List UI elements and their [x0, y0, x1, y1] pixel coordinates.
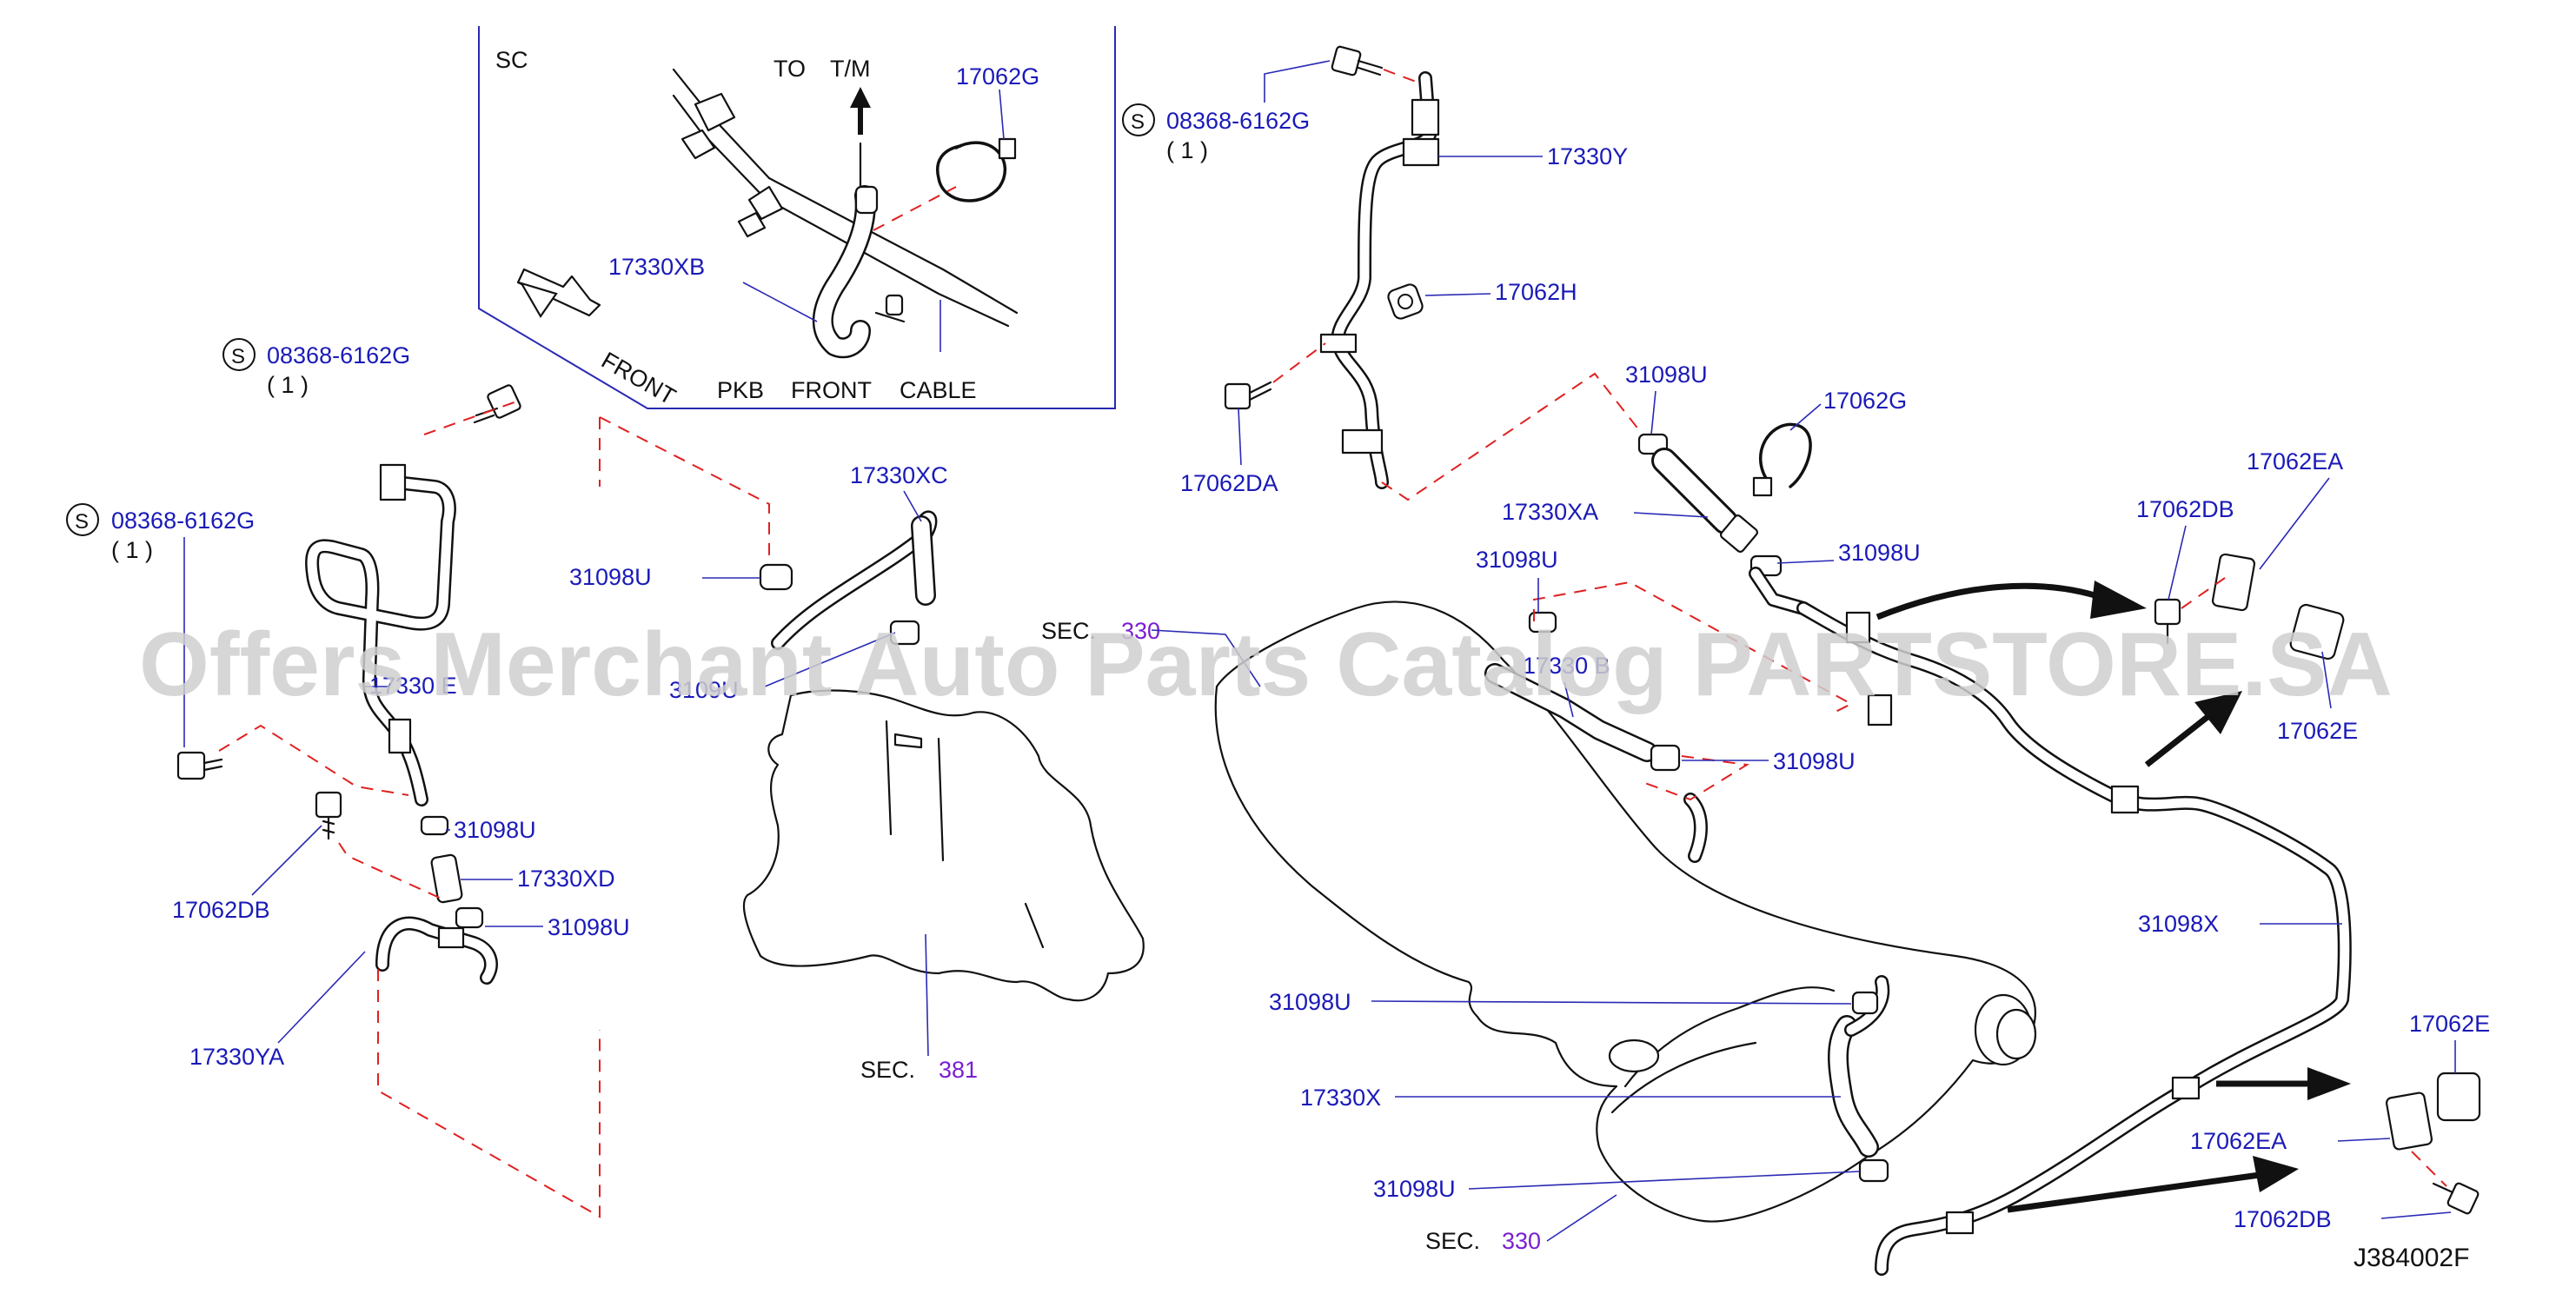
- sec-381-link[interactable]: 381: [939, 1057, 978, 1083]
- inset-front2-label: FRONT: [791, 377, 872, 403]
- s-text-left1: S: [231, 345, 245, 368]
- inset-cable-label: CABLE: [900, 377, 977, 403]
- sec-330-top-prefix: SEC.: [1041, 618, 1096, 644]
- pointer-arrow-icon: [2144, 691, 2242, 767]
- label-31098U-r3[interactable]: 31098U: [1476, 547, 1558, 573]
- label-3109U[interactable]: 3109U: [669, 677, 739, 703]
- sec-381-prefix: SEC.: [860, 1057, 915, 1083]
- inset-box: SC TO T/M FRONT PKB FRONT CABLE: [478, 26, 1116, 410]
- s-text-left2: S: [75, 510, 89, 534]
- bolt-icon: [315, 791, 342, 840]
- grommet-icon: [1387, 283, 1424, 320]
- bolt-icon: [473, 384, 521, 424]
- bolt-icon: [1331, 45, 1384, 76]
- s-symbol-right: [1122, 103, 1155, 136]
- label-17062DB-r1[interactable]: 17062DB: [2136, 496, 2234, 522]
- right-upper-assembly: S 08368-6162G ( 1 ) 17330Y 17062H 170: [1122, 45, 1921, 615]
- label-17330XA[interactable]: 17330XA: [1502, 499, 1598, 525]
- front-arrow-icon: [516, 268, 601, 319]
- label-31098U-c1[interactable]: 31098U: [569, 564, 652, 590]
- label-bolt-left2-qty: ( 1 ): [111, 537, 153, 563]
- label-bolt-right-qty: ( 1 ): [1166, 137, 1208, 163]
- label-17330XB[interactable]: 17330XB: [608, 254, 705, 280]
- label-17330X[interactable]: 17330X: [1300, 1085, 1381, 1111]
- label-31098U-b1[interactable]: 31098U: [1269, 989, 1351, 1015]
- label-17062EA-r2[interactable]: 17062EA: [2190, 1128, 2287, 1154]
- pointer-arrow-icon: [1876, 581, 2147, 620]
- inset-cable-drawing: [672, 68, 1019, 359]
- label-17062DA[interactable]: 17062DA: [1180, 470, 1278, 496]
- label-31098U-l2[interactable]: 31098U: [548, 914, 630, 940]
- watermark: Offers Merchant Auto Parts Catalog PARTS…: [139, 614, 2393, 715]
- sec-330-top-link[interactable]: 330: [1121, 618, 1160, 644]
- label-17062EA-r1[interactable]: 17062EA: [2247, 448, 2343, 474]
- s-symbol-left1: [222, 338, 256, 371]
- label-17062H[interactable]: 17062H: [1495, 279, 1577, 305]
- sec-330-bottom-prefix: SEC.: [1425, 1228, 1480, 1254]
- label-17062E-r2[interactable]: 17062E: [2409, 1011, 2490, 1037]
- label-31098U-b2[interactable]: 31098U: [1373, 1176, 1456, 1202]
- bolt-icon: [2154, 598, 2181, 645]
- bolt-icon: [2432, 1182, 2480, 1215]
- label-31098U-l1[interactable]: 31098U: [454, 817, 536, 843]
- label-17062G-right[interactable]: 17062G: [1823, 388, 1907, 414]
- bolt-icon: [176, 751, 223, 780]
- label-31098X[interactable]: 31098X: [2138, 911, 2219, 937]
- left-assembly: S 08368-6162G ( 1 ) S 08368-6162G ( 1 ): [66, 338, 770, 1218]
- label-17330B[interactable]: 17330 B: [1523, 653, 1610, 679]
- to-transmission-arrow-icon: [850, 87, 871, 135]
- right-main-assembly: 31098U 17330 B 31098U 17062DB 17062EA 17…: [1151, 448, 2490, 1276]
- pointer-arrow-icon: [2216, 1067, 2351, 1100]
- drawing-code: J384002F: [2354, 1244, 2469, 1272]
- s-text-right: S: [1131, 110, 1145, 134]
- label-17062E-r1[interactable]: 17062E: [2277, 718, 2358, 744]
- inset-to-label: TO: [773, 56, 806, 82]
- pointer-arrow-icon: [2007, 1156, 2299, 1213]
- inset-pkb-label: PKB: [717, 377, 764, 403]
- inset-front-label: FRONT: [597, 347, 681, 409]
- center-assembly: 17330XC 31098U 3109U SEC. 381 SEC. 330: [569, 462, 1160, 1083]
- label-bolt-left2[interactable]: 08368-6162G: [111, 508, 255, 534]
- label-17062G-inset[interactable]: 17062G: [956, 63, 1039, 90]
- label-17330XD[interactable]: 17330XD: [517, 866, 615, 892]
- sec-330-bottom-link[interactable]: 330: [1502, 1228, 1541, 1254]
- label-31098U-r1[interactable]: 31098U: [1625, 362, 1708, 388]
- label-31098U-r4[interactable]: 31098U: [1773, 748, 1856, 774]
- label-31098U-r2[interactable]: 31098U: [1838, 540, 1921, 566]
- inset-sc-label: SC: [495, 47, 528, 73]
- label-17330Y[interactable]: 17330Y: [1547, 143, 1628, 169]
- label-17330E[interactable]: 17330 E: [369, 673, 457, 699]
- bolt-icon: [1224, 381, 1272, 410]
- label-17062DB-left[interactable]: 17062DB: [172, 897, 270, 923]
- label-17330XC[interactable]: 17330XC: [850, 462, 948, 488]
- s-symbol-left2: [66, 503, 99, 536]
- label-bolt-left1[interactable]: 08368-6162G: [267, 342, 410, 368]
- inset-tm-label: T/M: [830, 56, 871, 82]
- label-17330YA[interactable]: 17330YA: [189, 1044, 284, 1070]
- label-bolt-right[interactable]: 08368-6162G: [1166, 108, 1310, 134]
- label-17062DB-r2[interactable]: 17062DB: [2234, 1206, 2332, 1232]
- label-bolt-left1-qty: ( 1 ): [267, 372, 309, 398]
